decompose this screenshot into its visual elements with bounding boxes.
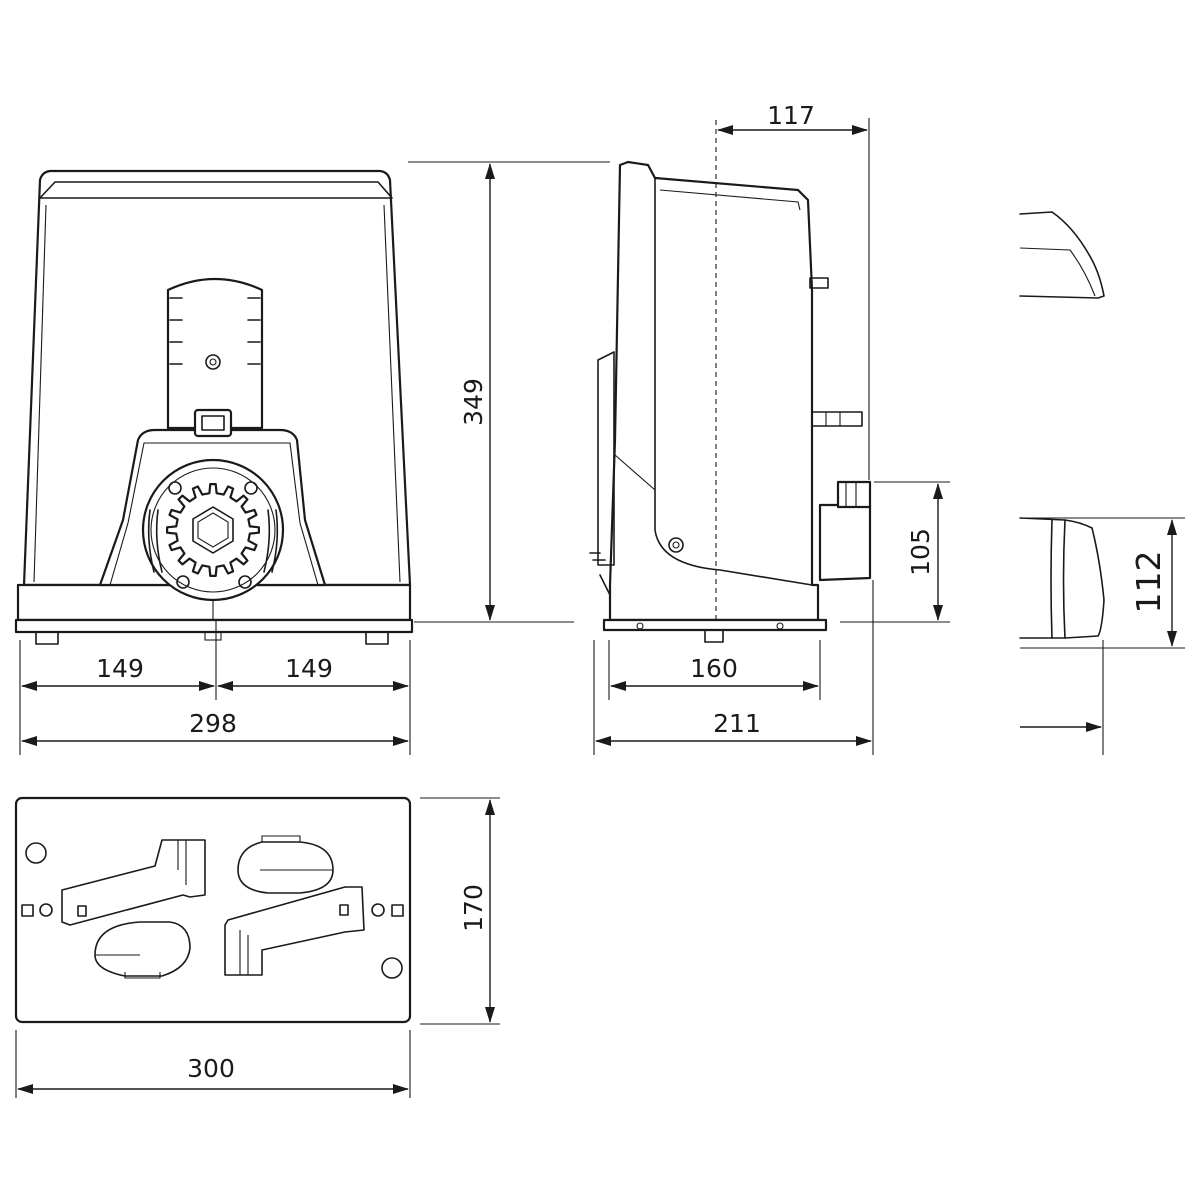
label-149-right: 149 bbox=[285, 654, 333, 683]
label-349: 349 bbox=[459, 378, 488, 426]
base-plate bbox=[14, 796, 412, 1024]
label-300: 300 bbox=[187, 1054, 235, 1083]
front-view bbox=[14, 169, 414, 645]
label-112: 112 bbox=[1129, 551, 1168, 614]
extension-lines bbox=[15, 118, 1185, 1098]
dimension-lines bbox=[17, 125, 1177, 1094]
label-160: 160 bbox=[690, 654, 738, 683]
label-170: 170 bbox=[459, 884, 488, 932]
label-149-left: 149 bbox=[96, 654, 144, 683]
detail-view bbox=[1019, 211, 1105, 639]
label-211: 211 bbox=[713, 709, 761, 738]
label-117: 117 bbox=[767, 101, 815, 130]
label-298: 298 bbox=[189, 709, 237, 738]
side-view bbox=[589, 120, 872, 643]
dimension-labels: 149 149 298 349 117 160 211 105 112 170 … bbox=[96, 101, 1168, 1083]
label-105: 105 bbox=[906, 528, 935, 576]
